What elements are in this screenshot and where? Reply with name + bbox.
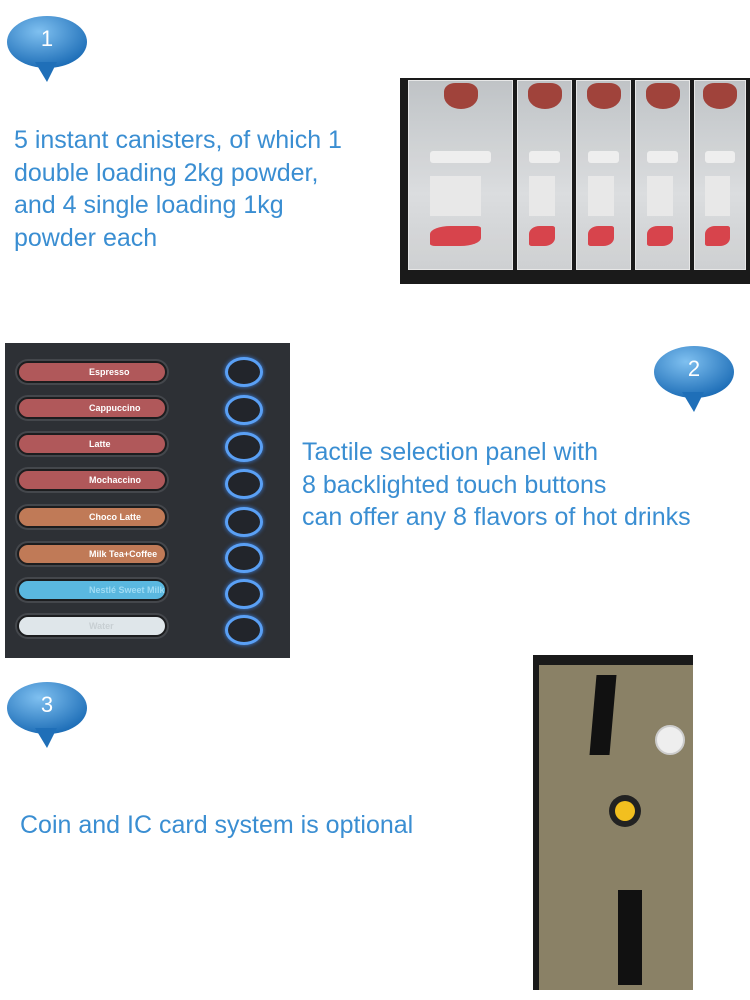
step-number: 1 (40, 26, 54, 51)
canisters-photo (400, 78, 750, 284)
text-line: Tactile selection panel with (302, 438, 598, 466)
card-slot (618, 890, 642, 985)
drink-button: Espresso (17, 361, 167, 383)
step-number: 2 (687, 356, 701, 381)
drink-button: Milk Tea+Coffee (17, 543, 167, 565)
text-line: 8 backlighted touch buttons (302, 470, 607, 499)
section-1-text: 5 instant canisters, of which 1 double l… (14, 124, 342, 254)
coin-return-button (615, 801, 635, 821)
drink-button: Choco Latte (17, 506, 167, 528)
text-line: 5 instant canisters, of which 1 (14, 126, 342, 154)
step-badge-3: 3 (5, 680, 89, 750)
step-number: 3 (40, 692, 54, 717)
touch-ring (225, 432, 263, 462)
touch-ring (225, 469, 263, 499)
section-3-text: Coin and IC card system is optional (20, 809, 413, 842)
section-2-text: Tactile selection panel with 8 backlight… (302, 436, 691, 534)
selection-panel-photo: Espresso Cappuccino Latte Mochaccino Cho… (5, 343, 290, 658)
text-line: double loading 2kg powder, (14, 158, 319, 187)
touch-ring (225, 615, 263, 645)
drink-button: Mochaccino (17, 469, 167, 491)
text-line: powder each (14, 223, 158, 252)
touch-ring (225, 579, 263, 609)
text-line: and 4 single loading 1kg (14, 191, 284, 219)
drink-button: Nestlé Sweet Milk (17, 579, 167, 601)
step-badge-2: 2 (652, 344, 736, 414)
touch-ring (225, 357, 263, 387)
logo-icon (655, 725, 685, 755)
touch-ring (225, 543, 263, 573)
touch-ring (225, 395, 263, 425)
drink-button: Cappuccino (17, 397, 167, 419)
coin-mechanism-photo (533, 655, 693, 990)
touch-ring (225, 507, 263, 537)
drink-button: Water (17, 615, 167, 637)
text-line: can offer any 8 flavors of hot drinks (302, 503, 691, 531)
text-line: Coin and IC card system is optional (20, 811, 414, 839)
drink-button: Latte (17, 433, 167, 455)
step-badge-1: 1 (5, 14, 89, 84)
